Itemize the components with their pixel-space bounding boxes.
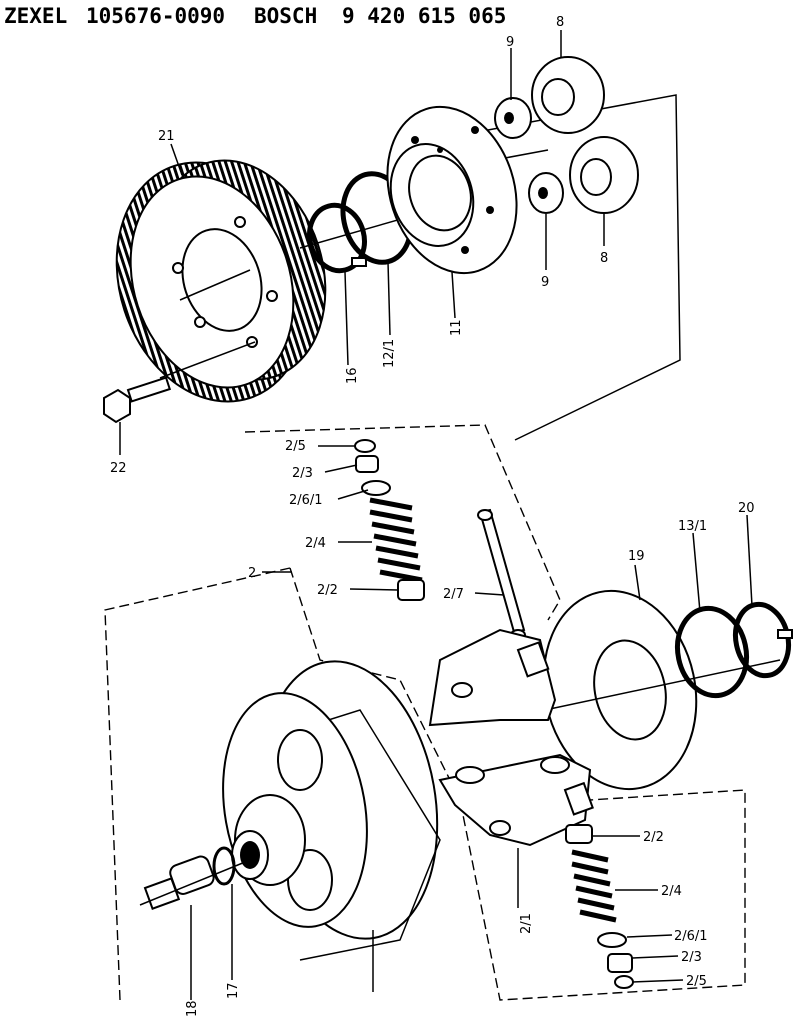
callout-2-1: 2/1 [519,913,534,934]
callout-16: 16 [345,367,360,384]
callout-2-3-upper: 2/3 [292,466,313,481]
callout-2: 2 [248,566,256,581]
callout-9-lower: 9 [541,275,549,290]
bushing-upper [494,97,532,139]
callout-2-2-upper: 2/2 [317,583,338,598]
callout-20: 20 [738,501,755,516]
plate-upper [531,56,605,134]
callout-18: 18 [185,1000,200,1017]
callout-21: 21 [158,129,175,144]
leader-lines [119,30,753,1000]
circlip-right [732,601,793,679]
bosch-part-number: 9 420 615 065 [342,4,507,28]
spring-assembly-upper [354,439,425,601]
callout-2-4-upper: 2/4 [305,536,326,551]
callout-2-5-upper: 2/5 [285,439,306,454]
callout-2-4-lower: 2/4 [661,884,682,899]
large-disc [542,589,698,791]
callout-19: 19 [628,549,645,564]
callout-9-upper: 9 [506,35,514,50]
callout-11: 11 [449,319,464,336]
plate-lower [569,136,639,214]
callout-2-2-lower: 2/2 [643,830,664,845]
callout-13-1: 13/1 [678,519,707,534]
bushing-lower [528,172,564,214]
callout-2-6-1-upper: 2/6/1 [289,493,323,508]
callout-22: 22 [110,461,127,476]
guide-pin [477,508,526,641]
zexel-part-number: 105676-0090 [86,4,226,28]
screw-plug [143,855,215,910]
callout-8-upper: 8 [556,15,564,30]
carrier-upper-half [428,628,557,727]
spacer-ring-right [675,605,749,699]
brand-bosch: BOSCH [254,4,318,28]
brand-zexel: ZEXEL [4,4,68,28]
callout-2-5-lower: 2/5 [686,974,707,989]
o-ring [212,846,236,886]
callout-labels: 8 9 21 16 12/1 11 9 8 22 2/5 2/3 2/6/1 2… [110,15,755,1017]
callout-2-7: 2/7 [443,587,464,602]
callout-2-6-1-lower: 2/6/1 [674,929,708,944]
hex-bolt [103,376,172,424]
callout-2-3-lower: 2/3 [681,950,702,965]
lower-axis-line [544,659,781,711]
callout-8-lower: 8 [600,251,608,266]
hub-flange [386,105,518,275]
callout-12-1: 12/1 [382,339,397,368]
housing-drum [222,660,441,961]
carrier-lower-half [438,753,594,847]
spring-assembly-lower [565,824,634,989]
callout-17: 17 [226,982,241,999]
drive-gear [115,159,327,403]
